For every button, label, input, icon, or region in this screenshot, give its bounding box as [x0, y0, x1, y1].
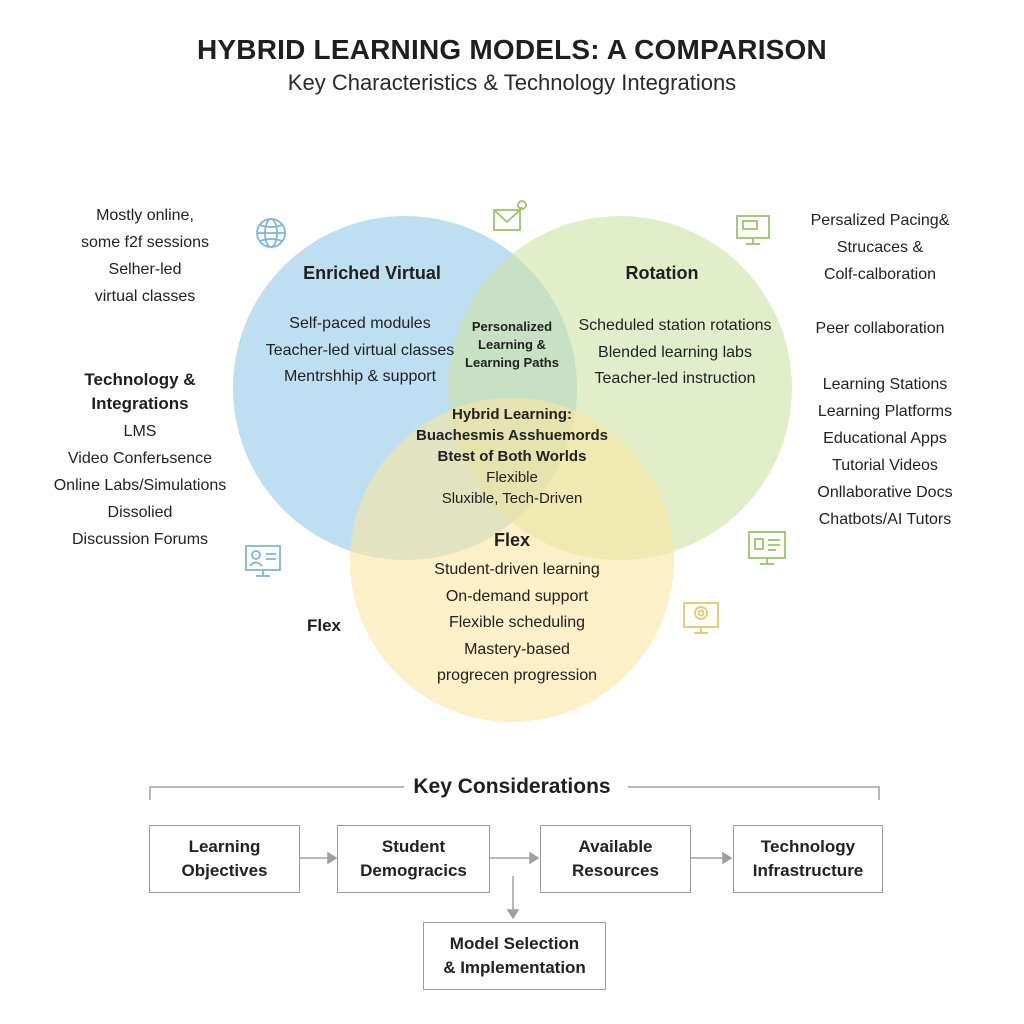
box-learning-objectives: Learning Objectives [149, 825, 300, 893]
flex-items: Student-driven learning On-demand suppor… [402, 557, 632, 690]
note-line: virtual classes [94, 288, 196, 305]
center-line: Hybrid Learning: [451, 406, 572, 423]
note-line: Strucaces & [836, 239, 924, 256]
rotation-items: Scheduled station rotations Blended lear… [565, 313, 785, 393]
box-model-selection: Model Selection & Implementation [423, 922, 606, 990]
list-item: Teacher-led instruction [594, 370, 756, 387]
list-item: Tutorial Videos [832, 457, 938, 474]
box-student-demographics: Student Demogracics [337, 825, 490, 893]
list-item: Blended learning labs [598, 343, 752, 361]
page-subtitle: Key Characteristics & Technology Integra… [287, 70, 737, 95]
rotation-title: Rotation [625, 263, 699, 283]
list-item: On-demand support [445, 587, 589, 605]
note-line: Mostly online, [96, 207, 194, 224]
list-item: Flexible scheduling [448, 614, 586, 631]
monitor-chat-icon [736, 215, 770, 245]
list-item: Dissolied [107, 504, 173, 521]
left-notes: Mostly online, some f2f sessions Selher-… [40, 202, 250, 310]
center-line: Sluxible, Tech-Driven [441, 490, 583, 507]
technology-integrations-heading: Technology & Integrations [40, 368, 240, 416]
video-monitor-icon [683, 602, 719, 634]
flex-side-label: Flex [306, 616, 342, 635]
enriched-virtual-title: Enriched Virtual [303, 263, 441, 283]
box-technology-infrastructure: Technology Infrastructure [733, 825, 883, 893]
note-line: Persalized Pacing& [810, 212, 950, 229]
note-line: Selher-led [108, 261, 182, 278]
center-line: Btest of Both Worlds [437, 448, 587, 465]
page-title: HYBRID LEARNING MODELS: A COMPARISON [197, 34, 827, 65]
heading-line: Integrations [91, 394, 189, 413]
center-line: Buachesmis Asshuemords [415, 427, 608, 444]
peer-collaboration: Peer collaboration [815, 320, 945, 337]
box-line: Learning [188, 837, 261, 856]
envelope-check-icon [493, 200, 527, 231]
box-line: Model Selection [449, 934, 580, 953]
list-item: Video Conferьsence [67, 450, 213, 467]
box-line: Resources [572, 861, 659, 880]
chart-monitor-icon [748, 531, 786, 565]
list-item: Mentrshhip & support [283, 368, 437, 385]
list-item: Learning Platforms [817, 403, 953, 420]
overlap-personalized: Personalized Learning & Learning Paths [452, 318, 572, 372]
list-item: Teacher-led virtual classes [265, 341, 455, 359]
list-item: Chatbots/AI Tutors [818, 511, 952, 528]
overlap-line: Learning Paths [465, 355, 559, 370]
list-item: Self-paced modules [289, 315, 431, 332]
box-line: Technology [760, 837, 856, 856]
right-technology-list: Learning Stations Learning Platforms Edu… [790, 371, 980, 533]
list-item: LMS [123, 423, 157, 440]
overlap-line: Personalized [471, 319, 553, 334]
overlap-line: Learning & [478, 337, 546, 352]
right-notes: Persalized Pacing& Strucaces & Colf-calb… [790, 207, 970, 288]
globe-icon [256, 218, 286, 248]
enriched-virtual-items: Self-paced modules Teacher-led virtual c… [250, 311, 470, 391]
box-line: Available [578, 837, 653, 856]
list-item: Educational Apps [823, 430, 947, 447]
center-hybrid-learning: Hybrid Learning: Buachesmis Asshuemords … [392, 404, 632, 509]
list-item: progrecen progression [436, 667, 598, 684]
circle-flex [350, 398, 674, 722]
box-available-resources: Available Resources [540, 825, 691, 893]
note-line: some f2f sessions [80, 234, 210, 251]
box-line: Demogracics [360, 861, 467, 880]
list-item: Discussion Forums [71, 531, 209, 548]
center-line: Flexible [486, 469, 538, 486]
flex-title: Flex [493, 530, 531, 550]
note-line: Colf-calboration [823, 266, 937, 283]
list-item: Onllaborative Docs [817, 484, 953, 501]
box-line: Infrastructure [752, 861, 864, 880]
profile-screen-icon [245, 545, 281, 577]
box-line: Objectives [181, 861, 268, 880]
key-considerations-title: Key Considerations [413, 775, 611, 798]
box-line: & Implementation [443, 958, 586, 977]
box-line: Student [381, 837, 446, 856]
list-item: Student-driven learning [434, 561, 600, 578]
heading-line: Technology & [84, 370, 196, 389]
list-item: Learning Stations [822, 376, 948, 393]
list-item: Online Labs/Simulations [53, 477, 227, 494]
left-technology-list: LMS Video Conferьsence Online Labs/Simul… [30, 418, 250, 553]
list-item: Mastery-based [464, 640, 570, 658]
list-item: Scheduled station rotations [578, 317, 772, 334]
